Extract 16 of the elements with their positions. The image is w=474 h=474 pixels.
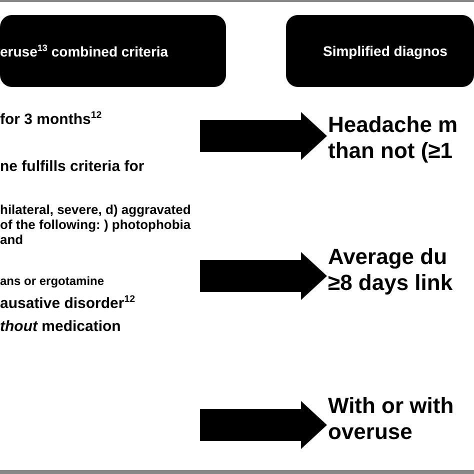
criteria-text: for 3 months$^{12}$ — [0, 110, 200, 136]
criteria-text: With or with overuse — [328, 393, 474, 453]
header-box — [0, 15, 226, 87]
header-box — [286, 15, 474, 87]
arrow — [200, 112, 327, 160]
criteria-text: thout medication — [0, 318, 200, 340]
criteria-text: Headache m than not (≥1 — [328, 112, 474, 172]
arrow — [200, 252, 327, 300]
header-text: Simplified diagnos — [323, 43, 448, 59]
arrow — [200, 401, 327, 449]
criteria-text: ausative disorder$^{12}$ — [0, 294, 200, 316]
header-text: eruse$^{13}$ combined criteria — [0, 42, 168, 60]
criteria-text: hilateral, severe, d) aggravated of the following: ) photophobia and — [0, 202, 200, 274]
criteria-text: Average du ≥8 days link — [328, 244, 474, 304]
criteria-text: ne fulfills criteria for — [0, 158, 200, 182]
criteria-text: ans or ergotamine — [0, 274, 200, 292]
